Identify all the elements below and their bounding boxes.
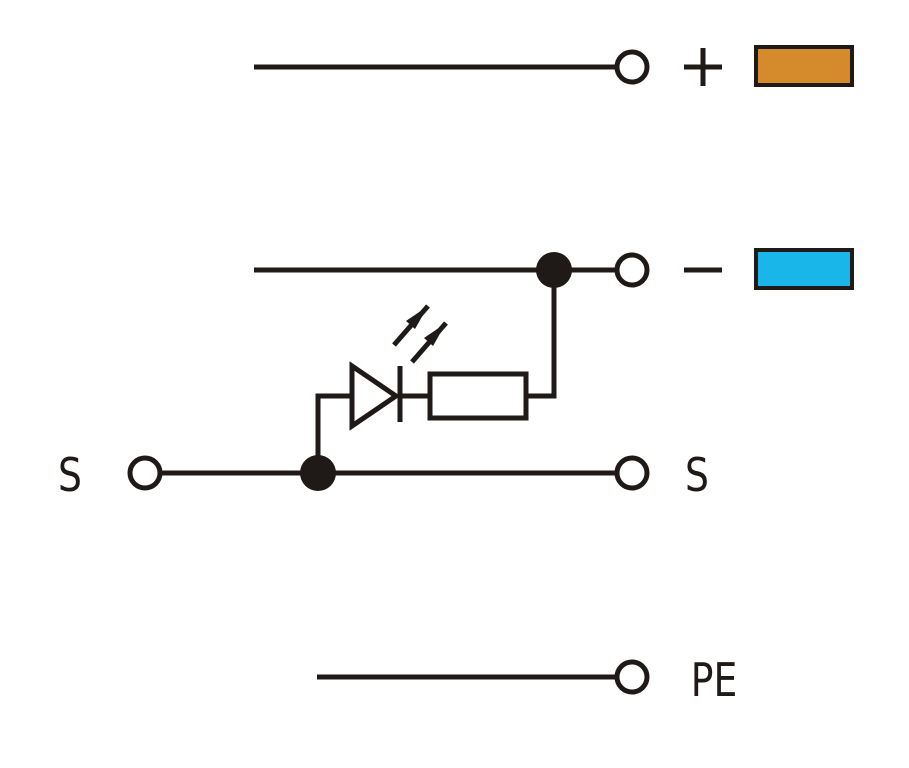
pe-label: PE bbox=[691, 653, 738, 707]
signal-left-label: S bbox=[58, 448, 82, 502]
led-diode-icon bbox=[349, 361, 401, 431]
plus-sign bbox=[684, 48, 722, 86]
led-branch bbox=[315, 270, 557, 473]
signal-right-label: S bbox=[685, 448, 709, 502]
light-emission-arrows-icon bbox=[392, 304, 448, 364]
plus-terminal[interactable] bbox=[614, 49, 650, 85]
resistor-to-minus-wire bbox=[526, 270, 557, 399]
minus-rail: – bbox=[254, 248, 854, 290]
pe-terminal[interactable] bbox=[614, 659, 650, 695]
signal-rail: S S bbox=[58, 448, 709, 502]
junction-to-led-wire bbox=[315, 393, 352, 473]
plus-color-swatch bbox=[754, 45, 854, 87]
resistor-icon bbox=[427, 371, 529, 421]
signal-junction bbox=[300, 455, 336, 491]
signal-left-terminal[interactable] bbox=[127, 455, 163, 491]
pe-rail: PE bbox=[317, 653, 737, 707]
signal-right-terminal[interactable] bbox=[614, 455, 650, 491]
minus-color-swatch bbox=[754, 248, 854, 290]
plus-rail: + bbox=[254, 45, 854, 87]
minus-terminal[interactable] bbox=[614, 252, 650, 288]
